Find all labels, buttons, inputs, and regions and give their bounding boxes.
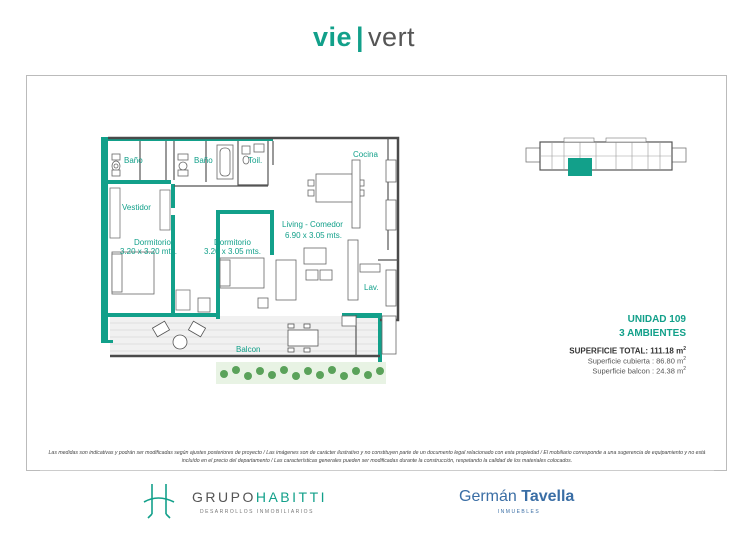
surface-balcony-unit: 2 [683,366,686,372]
broker-name-b: Tavella [521,488,575,505]
balcony-furniture [151,320,319,353]
floor-plan: Baño Baño Toil. Cocina Vestidor Living -… [101,136,400,384]
room-label-laundry: Lav. [364,283,379,292]
developer-name: GRUPOHABITTI [192,489,327,505]
room-size-bedroom-1: 3.20 x 3.20 mts. [120,247,177,256]
room-size-living: 6.90 x 3.05 mts. [285,231,342,240]
room-label-kitchen: Cocina [353,150,378,159]
bathroom-fixtures [111,143,265,180]
kitchen-counter [341,263,397,355]
room-label-dressing: Vestidor [122,203,151,212]
room-size-bedroom-2: 3.20 x 3.05 mts. [204,247,261,256]
surface-covered: Superficie cubierta : 86.80 m2 [540,356,686,366]
building-key-plan [525,137,687,176]
unit-highlight [568,158,592,176]
room-label-bath-2: Baño [194,156,213,165]
broker-name: Germán Tavella [459,488,574,506]
brand-separator: | [355,22,365,52]
developer-name-b: HABITTI [255,489,328,505]
broker-tagline: INMUEBLES [497,509,541,515]
surface-balcony: Superficie balcon : 24.38 m2 [540,366,686,376]
unit-rooms: 3 AMBIENTES [619,328,686,339]
page-title: vie|vert [0,22,728,53]
legal-disclaimer: Las medidas son indicativas y podrán ser… [48,450,706,464]
surface-total-text: SUPERFICIE TOTAL: 111.18 m [569,346,684,356]
brand-sub: vert [368,22,416,52]
developer-tagline: DESARROLLOS INMOBILIARIOS [200,509,314,515]
brand-main: vie [312,22,352,52]
room-label-bath-1: Baño [124,156,143,165]
room-label-balcony: Balcon [236,345,260,354]
grupo-habitti-logo-icon [143,484,175,519]
surface-total: SUPERFICIE TOTAL: 111.18 m2 [540,346,686,356]
wardrobes [109,187,191,311]
room-label-living: Living - Comedor [282,220,343,229]
living-furniture [275,159,397,301]
broker-name-a: Germán [459,488,517,505]
surface-balcony-text: Superficie balcon : 24.38 m [592,366,684,376]
beds [111,251,269,313]
planter-greenery [216,362,386,384]
room-label-bedroom-2: Dormitorio [214,238,251,247]
unit-name: UNIDAD 109 [627,314,686,325]
balcony-floor [110,316,380,356]
room-label-bedroom-1: Dormitorio [134,238,171,247]
room-label-toilet: Toil. [248,156,262,165]
interior-walls [139,138,398,356]
footer-divider [40,470,714,471]
surface-total-unit: 2 [683,346,686,352]
surface-covered-text: Superficie cubierta : 86.80 m [587,356,684,366]
surface-covered-unit: 2 [683,356,686,362]
developer-name-a: GRUPO [192,489,256,505]
